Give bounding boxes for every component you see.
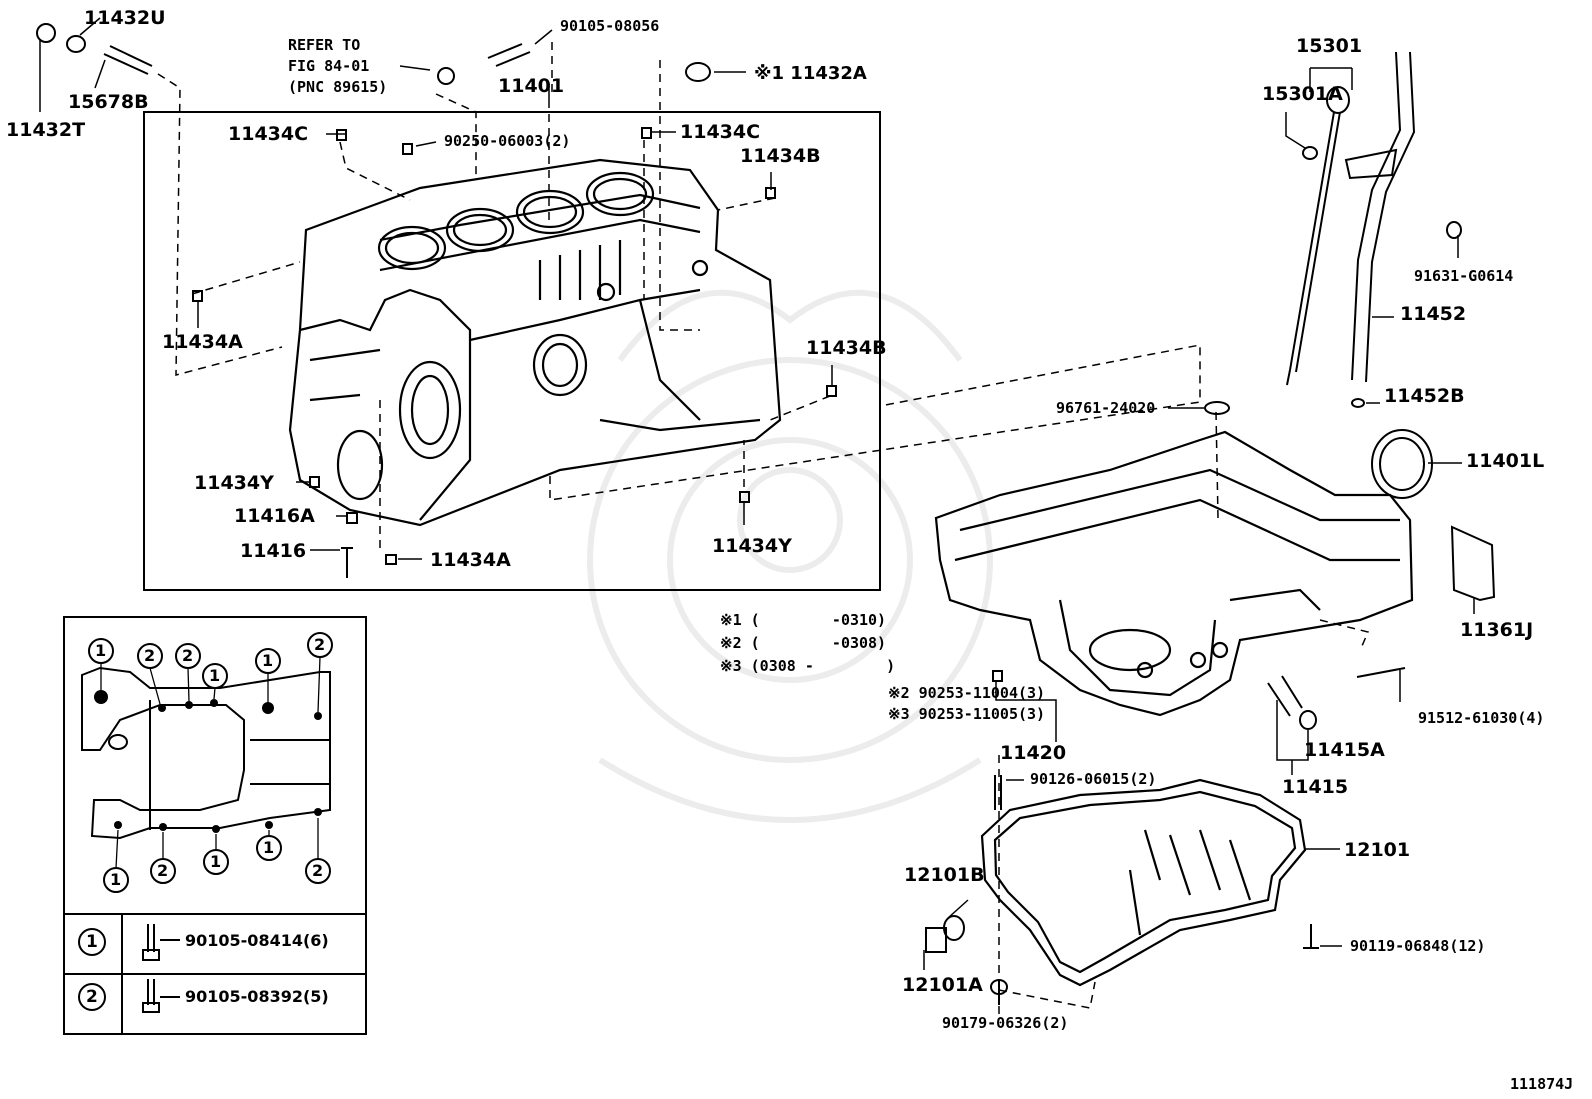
part-label-11434c-left[interactable]: 11434C bbox=[228, 123, 309, 145]
note-1: ※1 ( -0310) bbox=[720, 611, 887, 629]
part-label-11434y-left[interactable]: 11434Y bbox=[194, 472, 274, 494]
bolt-pattern-dots bbox=[94, 690, 322, 833]
part-label-11452b[interactable]: 11452B bbox=[1384, 385, 1465, 407]
watermark-emblem bbox=[587, 289, 993, 823]
part-label-11415a[interactable]: 11415A bbox=[1304, 739, 1385, 761]
part-label-12101a[interactable]: 12101A bbox=[902, 974, 983, 996]
part-label-15301a[interactable]: 15301A bbox=[1262, 83, 1343, 105]
part-label-90105-08056[interactable]: 90105-08056 bbox=[560, 17, 660, 35]
callout-number: 2 bbox=[314, 635, 326, 654]
part-label-96761-24020[interactable]: 96761-24020 bbox=[1056, 399, 1156, 417]
dashed-guides bbox=[157, 42, 1370, 1009]
callout-number: 2 bbox=[157, 861, 169, 880]
legend-symbol-2: 2 bbox=[86, 987, 98, 1007]
reference-line-1: REFER TO bbox=[288, 36, 361, 54]
part-label-11434a-left[interactable]: 11434A bbox=[162, 331, 243, 353]
part-label-11420[interactable]: 11420 bbox=[1000, 742, 1067, 764]
part-label-11416a[interactable]: 11416A bbox=[234, 505, 315, 527]
callout-number: 1 bbox=[209, 666, 221, 685]
part-label-90126-06015[interactable]: 90126-06015(2) bbox=[1030, 770, 1157, 788]
part-label-11434b-top[interactable]: 11434B bbox=[740, 145, 821, 167]
engine-block-drawing bbox=[288, 158, 782, 527]
legend-part-1[interactable]: 90105-08414(6) bbox=[185, 931, 329, 950]
callout-number: 2 bbox=[312, 861, 324, 880]
legend-part-2[interactable]: 90105-08392(5) bbox=[185, 987, 329, 1006]
part-label-11434y-bottom[interactable]: 11434Y bbox=[712, 535, 792, 557]
part-label-11416[interactable]: 11416 bbox=[240, 540, 307, 562]
part-label-11432u[interactable]: 11432U bbox=[84, 7, 166, 29]
part-label-15301[interactable]: 15301 bbox=[1296, 35, 1363, 57]
diagram-id: 111874J bbox=[1510, 1075, 1574, 1093]
part-label-90253-11005[interactable]: ※3 90253-11005(3) bbox=[888, 705, 1046, 723]
part-label-12101b[interactable]: 12101B bbox=[904, 864, 985, 886]
part-label-11401[interactable]: 11401 bbox=[498, 75, 565, 97]
callout-number: 1 bbox=[262, 651, 274, 670]
part-label-91512-61030[interactable]: 91512-61030(4) bbox=[1418, 709, 1545, 727]
bolt-hole-1a bbox=[94, 690, 108, 704]
legend-symbol-1: 1 bbox=[86, 932, 98, 952]
part-label-90253-11004[interactable]: ※2 90253-11004(3) bbox=[888, 684, 1046, 702]
part-label-11401l[interactable]: 11401L bbox=[1466, 450, 1545, 472]
part-label-90250-06003[interactable]: 90250-06003(2) bbox=[444, 132, 571, 150]
legend-bolts bbox=[142, 924, 180, 1013]
part-label-11434a-bottom[interactable]: 11434A bbox=[430, 549, 511, 571]
part-label-12101[interactable]: 12101 bbox=[1344, 839, 1411, 861]
note-3: ※3 (0308 - ) bbox=[720, 657, 896, 675]
part-label-11434c-right[interactable]: 11434C bbox=[680, 121, 761, 143]
part-label-11434b-right[interactable]: 11434B bbox=[806, 337, 887, 359]
reference-line-3: (PNC 89615) bbox=[288, 78, 388, 96]
block-frame bbox=[143, 111, 881, 591]
callout-number: 2 bbox=[182, 646, 194, 665]
part-label-11415[interactable]: 11415 bbox=[1282, 776, 1349, 798]
reference-line-2[interactable]: FIG 84-01 bbox=[288, 57, 370, 75]
part-label-90119-06848[interactable]: 90119-06848(12) bbox=[1350, 937, 1486, 955]
callout-leaders bbox=[100, 656, 321, 869]
part-label-11432t[interactable]: 11432T bbox=[6, 119, 86, 141]
callout-number: 1 bbox=[210, 852, 222, 871]
callout-number: 1 bbox=[95, 641, 107, 660]
oil-pan-lower-drawing bbox=[980, 778, 1307, 987]
small-parts bbox=[36, 23, 1496, 1005]
oil-pan-upper-drawing bbox=[934, 430, 1414, 717]
part-label-11432a[interactable]: ※1 11432A bbox=[754, 63, 867, 84]
callout-number: 1 bbox=[263, 838, 275, 857]
callout-number: 2 bbox=[144, 646, 156, 665]
callout-number: 1 bbox=[110, 870, 122, 889]
dipstick-drawing bbox=[1286, 51, 1416, 386]
leader-lines bbox=[39, 17, 1475, 1014]
bolt-pattern-outline bbox=[81, 666, 331, 840]
part-label-11361j[interactable]: 11361J bbox=[1460, 619, 1534, 641]
part-label-90179-06326[interactable]: 90179-06326(2) bbox=[942, 1014, 1069, 1032]
part-label-15678b[interactable]: 15678B bbox=[68, 91, 149, 113]
part-label-11452[interactable]: 11452 bbox=[1400, 303, 1467, 325]
bolt-pattern-frame bbox=[63, 616, 367, 1035]
note-2: ※2 ( -0308) bbox=[720, 634, 887, 652]
part-label-91631-g0614[interactable]: 91631-G0614 bbox=[1414, 267, 1514, 285]
callout-circles bbox=[78, 632, 333, 1011]
